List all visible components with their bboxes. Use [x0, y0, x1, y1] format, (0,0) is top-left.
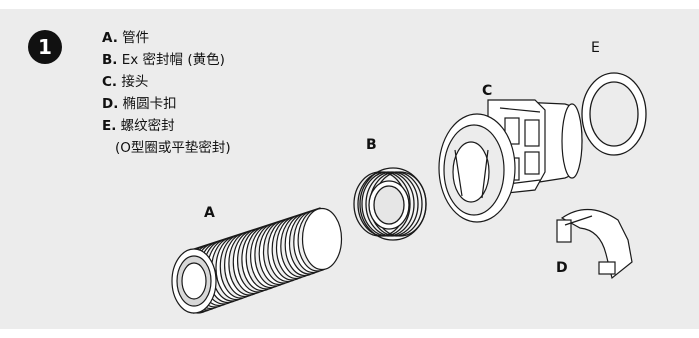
- part-label-a: A: [204, 205, 215, 221]
- part-label-d: D: [556, 260, 568, 276]
- conduit-tube-part-a: [171, 207, 343, 314]
- legend-text: 椭圆卡扣: [122, 96, 177, 112]
- connector-body-part-c: [438, 99, 583, 223]
- part-label-b: B: [366, 137, 377, 153]
- legend-text: 螺纹密封: [120, 118, 175, 134]
- oval-clip-part-d: [556, 208, 633, 280]
- gasket-ring-part-e: [581, 72, 647, 156]
- ex-sealing-cap-part-b: [353, 167, 427, 241]
- illustration-panel: [0, 9, 699, 329]
- legend-item-c: C. 接头: [102, 71, 231, 93]
- legend-item-b: B. Ex 密封帽 (黄色): [102, 49, 231, 71]
- legend-item-a: A. 管件: [102, 27, 231, 49]
- legend-item-d: D. 椭圆卡扣: [102, 93, 231, 115]
- part-label-c: C: [482, 83, 493, 99]
- step-number-badge: 1: [28, 30, 62, 64]
- legend-key: D.: [102, 96, 119, 112]
- legend-key: B.: [102, 52, 118, 68]
- parts-legend: A. 管件 B. Ex 密封帽 (黄色) C. 接头 D. 椭圆卡扣 E. 螺纹…: [102, 27, 231, 159]
- legend-key: C.: [102, 74, 118, 90]
- legend-item-e: E. 螺纹密封: [102, 115, 231, 137]
- legend-key: A.: [102, 30, 118, 46]
- legend-text: Ex 密封帽 (黄色): [121, 52, 225, 68]
- legend-note: (O型圈或平垫密封): [115, 140, 231, 156]
- legend-text: 接头: [121, 74, 149, 90]
- legend-text: 管件: [122, 30, 150, 46]
- part-label-e: E: [591, 40, 600, 56]
- legend-key: E.: [102, 118, 117, 134]
